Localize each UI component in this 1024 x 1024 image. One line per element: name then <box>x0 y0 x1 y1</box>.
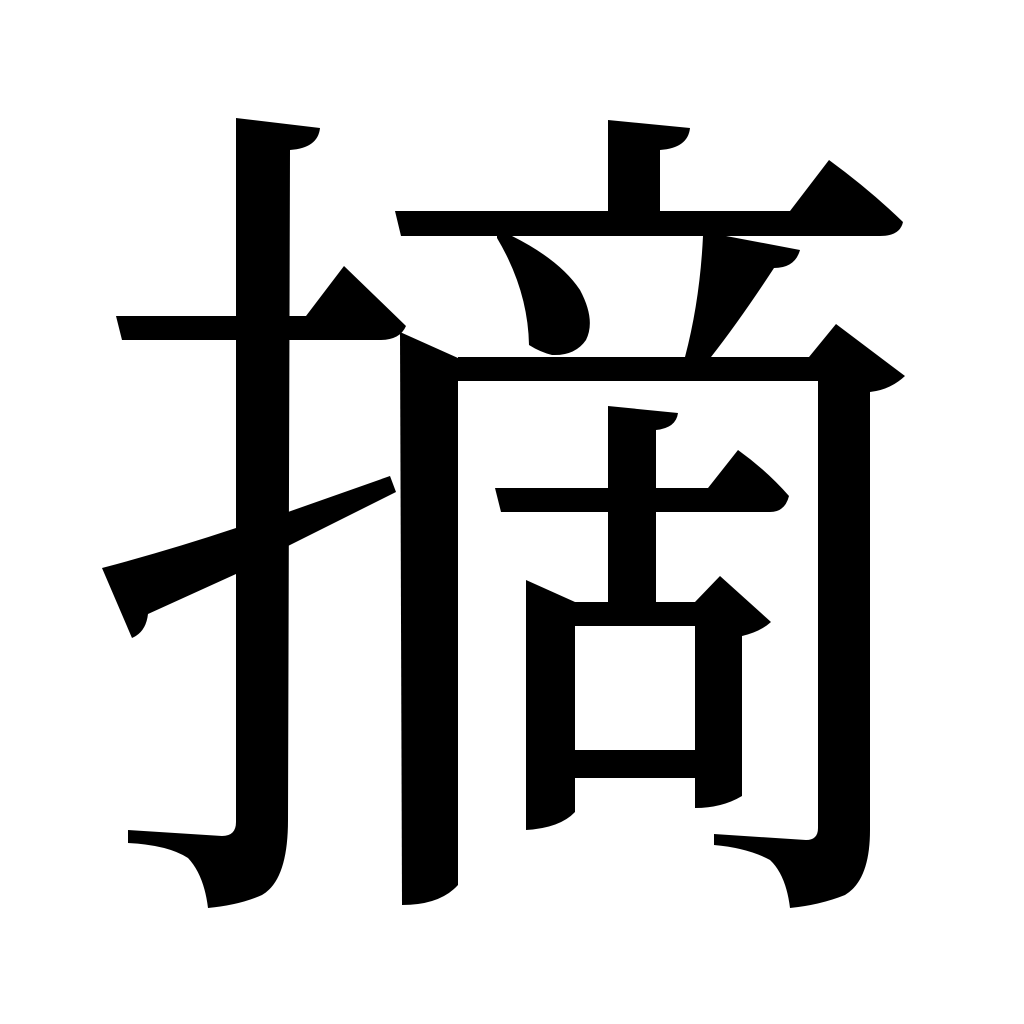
stroke-inner-horizontal <box>495 450 789 512</box>
stroke-radical-rise <box>102 476 396 638</box>
stroke-mouth-left <box>526 580 575 830</box>
stroke-top-horizontal <box>395 160 903 236</box>
stroke-frame-top <box>458 324 905 908</box>
stroke-mouth-top-right <box>575 576 771 808</box>
stroke-right-slant <box>685 236 800 357</box>
stroke-radical-horizontal <box>116 316 236 340</box>
stroke-frame-left <box>400 332 458 905</box>
stroke-top-dot <box>608 120 690 212</box>
stroke-radical-vertical <box>128 118 320 908</box>
stroke-left-dot <box>497 236 590 356</box>
